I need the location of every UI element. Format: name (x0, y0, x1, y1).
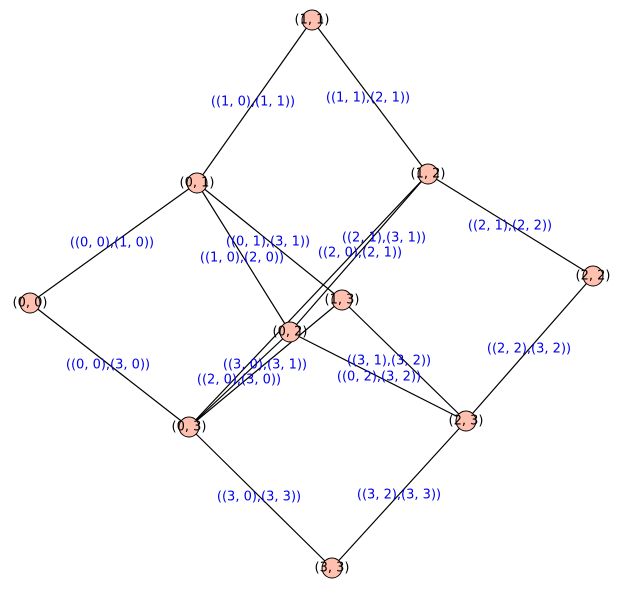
edge-label: ((0, 2),(3, 2)) (337, 370, 421, 385)
edge-label: ((3, 0),(3, 1)) (223, 358, 307, 373)
edge-label: ((0, 0),(1, 0)) (70, 236, 154, 251)
node-label: (0, 1) (180, 176, 215, 191)
node-circle (331, 289, 353, 311)
edge-13-23 (341, 299, 467, 422)
edge-label: ((3, 1),(3, 2)) (347, 354, 431, 369)
node-label: (0, 0) (13, 296, 48, 311)
node-22: (2, 2) (576, 265, 611, 287)
edge-00-01 (29, 182, 198, 304)
node-circle (301, 9, 323, 31)
node-label: (2, 3) (449, 414, 484, 429)
edge-12-02 (289, 173, 429, 333)
edge-22-23 (465, 275, 594, 422)
edge-01-02 (196, 182, 291, 333)
edge-00-03 (29, 302, 190, 428)
edge-12-22 (427, 173, 594, 277)
edge-label: ((3, 0),(3, 3)) (217, 490, 301, 505)
edge-label: ((0, 0),(3, 0)) (66, 358, 150, 373)
node-circle (455, 410, 477, 432)
edge-02-03 (188, 331, 291, 428)
node-label: (0, 3) (172, 420, 207, 435)
edge-01-11 (196, 19, 313, 184)
node-12: (1, 2) (411, 163, 446, 185)
node-circle (279, 321, 301, 343)
node-label: (1, 3) (325, 293, 360, 308)
edge-label: ((2, 0),(2, 1)) (318, 246, 402, 261)
node-circle (19, 292, 41, 314)
node-label: (2, 2) (576, 269, 611, 284)
edge-label-layer: ((1, 0),(1, 1)) ((1, 1),(2, 1)) ((0, 0),(1… (66, 91, 571, 505)
node-label: (1, 2) (411, 167, 446, 182)
node-circle (321, 557, 343, 579)
node-circle (186, 172, 208, 194)
node-circle (417, 163, 439, 185)
edge-label: ((2, 1),(2, 2)) (468, 219, 552, 234)
edge-02-23 (289, 331, 467, 422)
node-01: (0, 1) (180, 172, 215, 194)
node-label: (1, 1) (295, 13, 330, 28)
edge-23-33 (331, 420, 467, 569)
edge-label: ((2, 0),(3, 0)) (197, 373, 281, 388)
edge-label: ((1, 0),(1, 1)) (211, 95, 295, 110)
edge-label: ((0, 1),(3, 1)) (226, 235, 310, 250)
node-layer: (1, 1) (1, 2) (0, 1) (2, 2) (0, 0) (1, 3) (0, … (13, 9, 611, 579)
edge-13-03 (188, 299, 343, 428)
node-label: (0, 2) (273, 325, 308, 340)
node-13: (1, 3) (325, 289, 360, 311)
edge-label: ((1, 1),(2, 1)) (326, 91, 410, 106)
node-00: (0, 0) (13, 292, 48, 314)
node-23: (2, 3) (449, 410, 484, 432)
edge-03-33 (188, 426, 333, 569)
node-11: (1, 1) (295, 9, 330, 31)
node-label: (3, 3) (315, 561, 350, 576)
edge-label: ((2, 1),(3, 1)) (342, 231, 426, 246)
edge-12-03 (188, 173, 429, 428)
edge-label: ((3, 2),(3, 3)) (357, 488, 441, 503)
edge-01-13 (196, 182, 343, 301)
node-circle (178, 416, 200, 438)
edge-label: ((1, 0),(2, 0)) (200, 251, 284, 266)
node-02: (0, 2) (273, 321, 308, 343)
node-circle (582, 265, 604, 287)
edge-layer (29, 19, 594, 569)
edge-11-12 (311, 19, 429, 175)
edge-label: ((2, 2),(3, 2)) (487, 342, 571, 357)
node-33: (3, 3) (315, 557, 350, 579)
node-03: (0, 3) (172, 416, 207, 438)
